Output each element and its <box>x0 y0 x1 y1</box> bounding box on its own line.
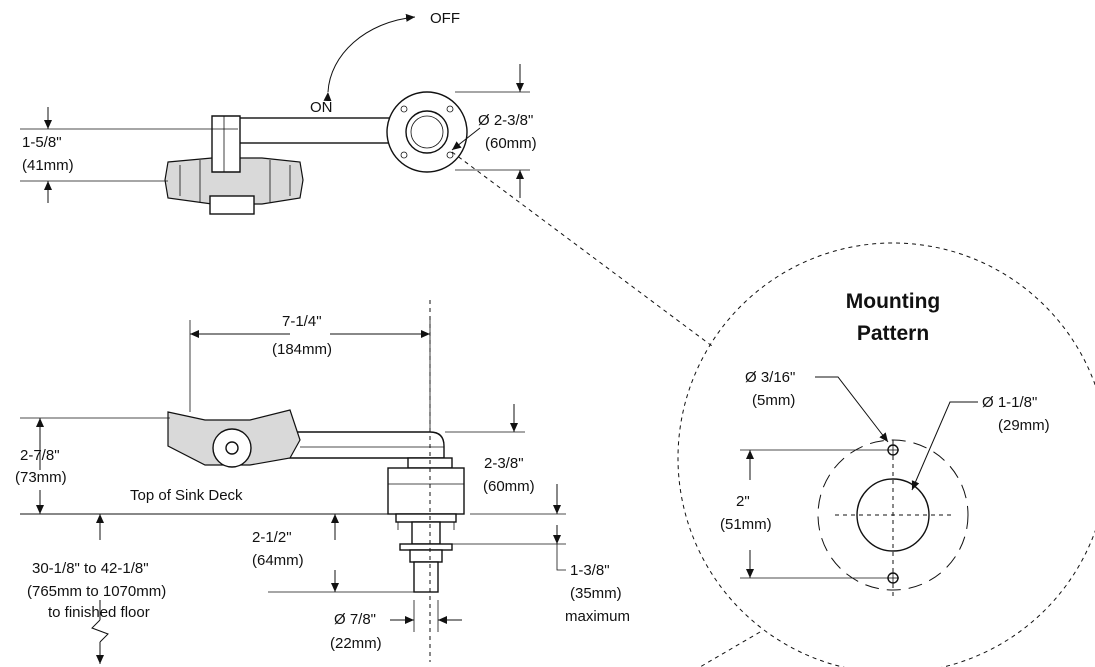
spacing-mm: (51mm) <box>720 516 772 533</box>
on-label: ON <box>310 99 333 116</box>
off-label: OFF <box>430 10 460 27</box>
height-dim: 1-5/8" <box>22 134 62 151</box>
mounting-washer <box>399 543 453 551</box>
shank-upper <box>411 521 441 545</box>
center-dia-mm: (29mm) <box>998 417 1050 434</box>
length-dim: 7-1/4" <box>282 313 322 330</box>
detail-circle <box>677 242 1095 667</box>
valve-body <box>387 467 465 515</box>
shank-dia-mm: (22mm) <box>330 635 382 652</box>
rotation-arrow <box>323 13 416 102</box>
spacing: 2" <box>736 493 750 510</box>
sink-deck-label: Top of Sink Deck <box>130 487 243 504</box>
handle-height-mm: (73mm) <box>15 469 67 486</box>
deck-thickness-mm: (35mm) <box>570 585 622 602</box>
floor-dim-mm: (765mm to 1070mm) <box>27 583 166 600</box>
floor-note: to finished floor <box>48 604 150 621</box>
deck-thickness-note: maximum <box>565 608 630 625</box>
flange-height-mm: (60mm) <box>483 478 535 495</box>
screw-hole-bottom <box>887 572 899 584</box>
screw-hole-top <box>887 444 899 456</box>
center-dia: Ø 1-1/8" <box>982 394 1037 411</box>
detail-leader-top <box>451 151 713 347</box>
side-view: 7-1/4" (184mm) Top of Sink Deck 2-7/8 <box>15 300 630 664</box>
hole-dia: Ø 3/16" <box>745 369 795 386</box>
flange-dia: Ø 2-3/8" <box>478 112 533 129</box>
lever-handle <box>164 115 304 215</box>
side-handle <box>167 409 301 468</box>
flange-height: 2-3/8" <box>484 455 524 472</box>
floor-dim: 30-1/8" to 42-1/8" <box>32 560 149 577</box>
length-dim-mm: (184mm) <box>272 341 332 358</box>
flange-dia-mm: (60mm) <box>485 135 537 152</box>
mounting-title-1: Mounting <box>846 290 940 313</box>
deck-thickness: 1-3/8" <box>570 562 610 579</box>
height-dim-mm: (41mm) <box>22 157 74 174</box>
flange <box>386 91 468 173</box>
hole-dia-mm: (5mm) <box>752 392 795 409</box>
mounting-title-2: Pattern <box>857 322 929 345</box>
detail-leader-bottom <box>699 631 761 667</box>
shank-lower <box>413 561 439 593</box>
shank-dia: Ø 7/8" <box>334 611 376 628</box>
shank-length-mm: (64mm) <box>252 552 304 569</box>
mounting-pattern-detail: Mounting Pattern Ø 3/16" (5mm) Ø 1-1/8" … <box>451 151 1095 667</box>
lock-nut <box>409 549 443 563</box>
side-arm <box>289 431 445 459</box>
top-view: OFF ON 1-5/8" <box>20 10 537 215</box>
shank-length: 2-1/2" <box>252 529 292 546</box>
handle-height: 2-7/8" <box>20 447 60 464</box>
